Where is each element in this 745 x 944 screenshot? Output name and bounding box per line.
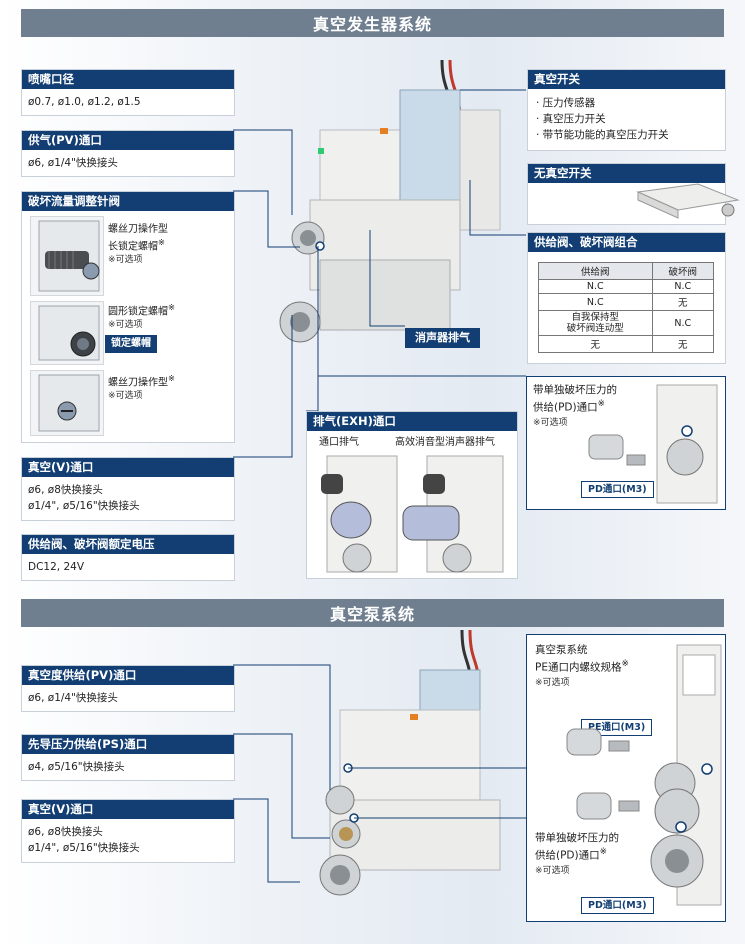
exh-port-box: 排气(EXH)通口 通口排气 高效消音型消声器排气 xyxy=(306,411,518,579)
exh-silencer-label: 高效消音型消声器排气 xyxy=(395,437,495,448)
vacuum-ejector-product-image xyxy=(279,60,501,343)
pe-port-caption-text: 真空泵系统 PE通口内螺纹规格 xyxy=(535,644,622,674)
valve-table-col-release: 破坏阀 xyxy=(651,262,715,280)
pump-pv-port-values: ø6, ø1/4"快换接头 xyxy=(28,692,118,704)
v-port-line2: ø1/4", ø5/16"快换接头 xyxy=(28,500,140,512)
ps-port-box: 先导压力供给(PS)通口 ø4, ø5/16"快换接头 xyxy=(21,734,235,781)
pump-pv-port-box: 真空度供给(PV)通口 ø6, ø1/4"快换接头 xyxy=(21,665,235,712)
needle-round-nut-illustration xyxy=(30,301,104,365)
nozzle-diameter-box: 喷嘴口径 ø0.7, ø1.0, ø1.2, ø1.5 xyxy=(21,69,235,116)
pe-port-note: ※可选项 xyxy=(535,678,570,688)
v-port-heading: 真空(V)通口 xyxy=(22,458,234,477)
pe-port-caption: 真空泵系统 PE通口内螺纹规格※ xyxy=(535,643,629,675)
needle-round-nut-drawing xyxy=(38,305,100,361)
vacuum-pump-product-image xyxy=(319,630,501,896)
vacuum-switch-item: · 带节能功能的真空压力开关 xyxy=(536,129,669,141)
no-switch-product-image xyxy=(636,183,740,219)
no-vacuum-switch-box: 无真空开关 xyxy=(527,163,740,225)
pump-v-port-line1: ø6, ø8快换接头 xyxy=(28,826,103,838)
needle-item2-label: 圆形锁定螺帽※ xyxy=(108,301,175,318)
table-cell: 无 xyxy=(651,293,715,311)
table-cell: 自我保持型 破坏阀连动型 xyxy=(538,310,653,336)
table-row: 自我保持型 破坏阀连动型 N.C xyxy=(538,310,715,336)
table-cell: N.C xyxy=(538,279,653,294)
v-port-values: ø6, ø8快换接头 ø1/4", ø5/16"快换接头 xyxy=(22,477,234,519)
vacuum-switch-list: · 压力传感器 · 真空压力开关 · 带节能功能的真空压力开关 xyxy=(528,89,725,149)
pump-pd-port-star: ※ xyxy=(599,847,607,857)
needle-screwdriver-illustration xyxy=(30,370,104,436)
table-cell: N.C xyxy=(538,293,653,311)
voltage-box: 供给阀、破坏阀额定电压 DC12, 24V xyxy=(21,534,235,581)
pe-pd-port-box: 真空泵系统 PE通口内螺纹规格※ ※可选项 PE通口(M3) 带单独破坏压力的 … xyxy=(526,634,726,922)
v-port-box: 真空(V)通口 ø6, ø8快换接头 ø1/4", ø5/16"快换接头 xyxy=(21,457,235,521)
ps-port-values: ø4, ø5/16"快换接头 xyxy=(28,761,125,773)
valve-table-col-supply: 供给阀 xyxy=(538,262,653,280)
pe-port-star: ※ xyxy=(621,659,629,669)
needle-item2-note: ※可选项 xyxy=(108,320,143,330)
exh-port-label: 通口排气 xyxy=(319,437,359,448)
section-title-vacuum-ejector: 真空发生器系统 xyxy=(21,9,724,37)
needle-item3-label: 螺丝刀操作型※ xyxy=(108,372,175,389)
voltage-heading: 供给阀、破坏阀额定电压 xyxy=(22,535,234,554)
pump-v-port-box: 真空(V)通口 ø6, ø8快换接头 ø1/4", ø5/16"快换接头 xyxy=(21,799,235,863)
needle-item2-star: ※ xyxy=(168,302,175,312)
needle-item1-star: ※ xyxy=(158,237,165,247)
pd-port-star: ※ xyxy=(597,399,605,409)
section-title-vacuum-pump: 真空泵系统 xyxy=(21,599,724,627)
table-row: N.C 无 xyxy=(538,293,715,311)
pd-port-caption: 带单独破坏压力的 供给(PD)通口※ xyxy=(533,383,617,415)
needle-valve-heading: 破坏流量调整针阀 xyxy=(22,192,234,211)
table-row: N.C N.C xyxy=(538,279,715,294)
pd-port-m3-tag: PD通口(M3) xyxy=(581,481,654,498)
pump-pd-port-caption: 带单独破坏压力的 供给(PD)通口※ xyxy=(535,831,619,863)
pv-port-heading: 供气(PV)通口 xyxy=(22,131,234,150)
needle-item3-star: ※ xyxy=(168,373,175,383)
table-cell: 无 xyxy=(651,335,715,353)
pump-v-port-line2: ø1/4", ø5/16"快换接头 xyxy=(28,842,140,854)
table-cell: N.C xyxy=(651,310,715,336)
lock-nut-tag: 锁定螺帽 xyxy=(105,335,157,353)
needle-long-nut-illustration xyxy=(30,216,104,296)
valve-combination-table: 供给阀 破坏阀 N.C N.C N.C 无 自我保持型 破坏阀连动型 N.C 无… xyxy=(538,262,715,353)
needle-item2-text: 圆形锁定螺帽 xyxy=(108,306,168,318)
vacuum-switch-heading: 真空开关 xyxy=(528,70,725,89)
pump-pd-port-note: ※可选项 xyxy=(535,866,570,876)
needle-long-nut-drawing xyxy=(38,220,100,292)
pv-port-box: 供气(PV)通口 ø6, ø1/4"快换接头 xyxy=(21,130,235,177)
exh-port-illustration xyxy=(321,455,504,573)
nozzle-diameter-heading: 喷嘴口径 xyxy=(22,70,234,89)
vacuum-switch-item: · 压力传感器 xyxy=(536,97,596,109)
table-cell: N.C xyxy=(651,279,715,294)
vacuum-switch-item: · 真空压力开关 xyxy=(536,113,606,125)
vacuum-switch-box: 真空开关 · 压力传感器 · 真空压力开关 · 带节能功能的真空压力开关 xyxy=(527,69,726,151)
needle-screwdriver-drawing xyxy=(38,374,100,432)
pump-pd-port-caption-text: 带单独破坏压力的 供给(PD)通口 xyxy=(535,832,619,862)
voltage-values: DC12, 24V xyxy=(28,561,84,573)
no-vacuum-switch-heading: 无真空开关 xyxy=(528,164,725,183)
needle-item3-note: ※可选项 xyxy=(108,391,143,401)
exh-port-heading: 排气(EXH)通口 xyxy=(307,412,517,431)
needle-item1-label: 螺丝刀操作型 长锁定螺帽※ xyxy=(108,223,228,253)
pd-port-box: 带单独破坏压力的 供给(PD)通口※ ※可选项 PD通口(M3) xyxy=(526,376,726,510)
ps-port-heading: 先导压力供给(PS)通口 xyxy=(22,735,234,754)
nozzle-diameter-values: ø0.7, ø1.0, ø1.2, ø1.5 xyxy=(28,96,141,108)
pe-pd-port-illustration xyxy=(566,644,722,906)
pd-port-illustration xyxy=(588,384,718,504)
pump-pd-port-m3-tag: PD通口(M3) xyxy=(581,897,654,914)
table-row: 无 无 xyxy=(538,335,715,353)
table-cell: 无 xyxy=(538,335,653,353)
pump-pv-port-heading: 真空度供给(PV)通口 xyxy=(22,666,234,685)
v-port-line1: ø6, ø8快换接头 xyxy=(28,484,103,496)
pv-port-values: ø6, ø1/4"快换接头 xyxy=(28,157,118,169)
pd-port-caption-text: 带单独破坏压力的 供给(PD)通口 xyxy=(533,384,617,414)
silencer-exhaust-tag: 消声器排气 xyxy=(405,328,480,348)
valve-table-header-row: 供给阀 破坏阀 xyxy=(538,262,715,280)
needle-item1-text: 螺丝刀操作型 长锁定螺帽 xyxy=(108,224,168,253)
needle-item3-text: 螺丝刀操作型 xyxy=(108,377,168,389)
needle-item1-note: ※可选项 xyxy=(108,255,143,265)
pump-v-port-values: ø6, ø8快换接头 ø1/4", ø5/16"快换接头 xyxy=(22,819,234,861)
pump-v-port-heading: 真空(V)通口 xyxy=(22,800,234,819)
pd-port-note: ※可选项 xyxy=(533,418,568,428)
valve-combination-heading: 供给阀、破坏阀组合 xyxy=(528,233,725,252)
